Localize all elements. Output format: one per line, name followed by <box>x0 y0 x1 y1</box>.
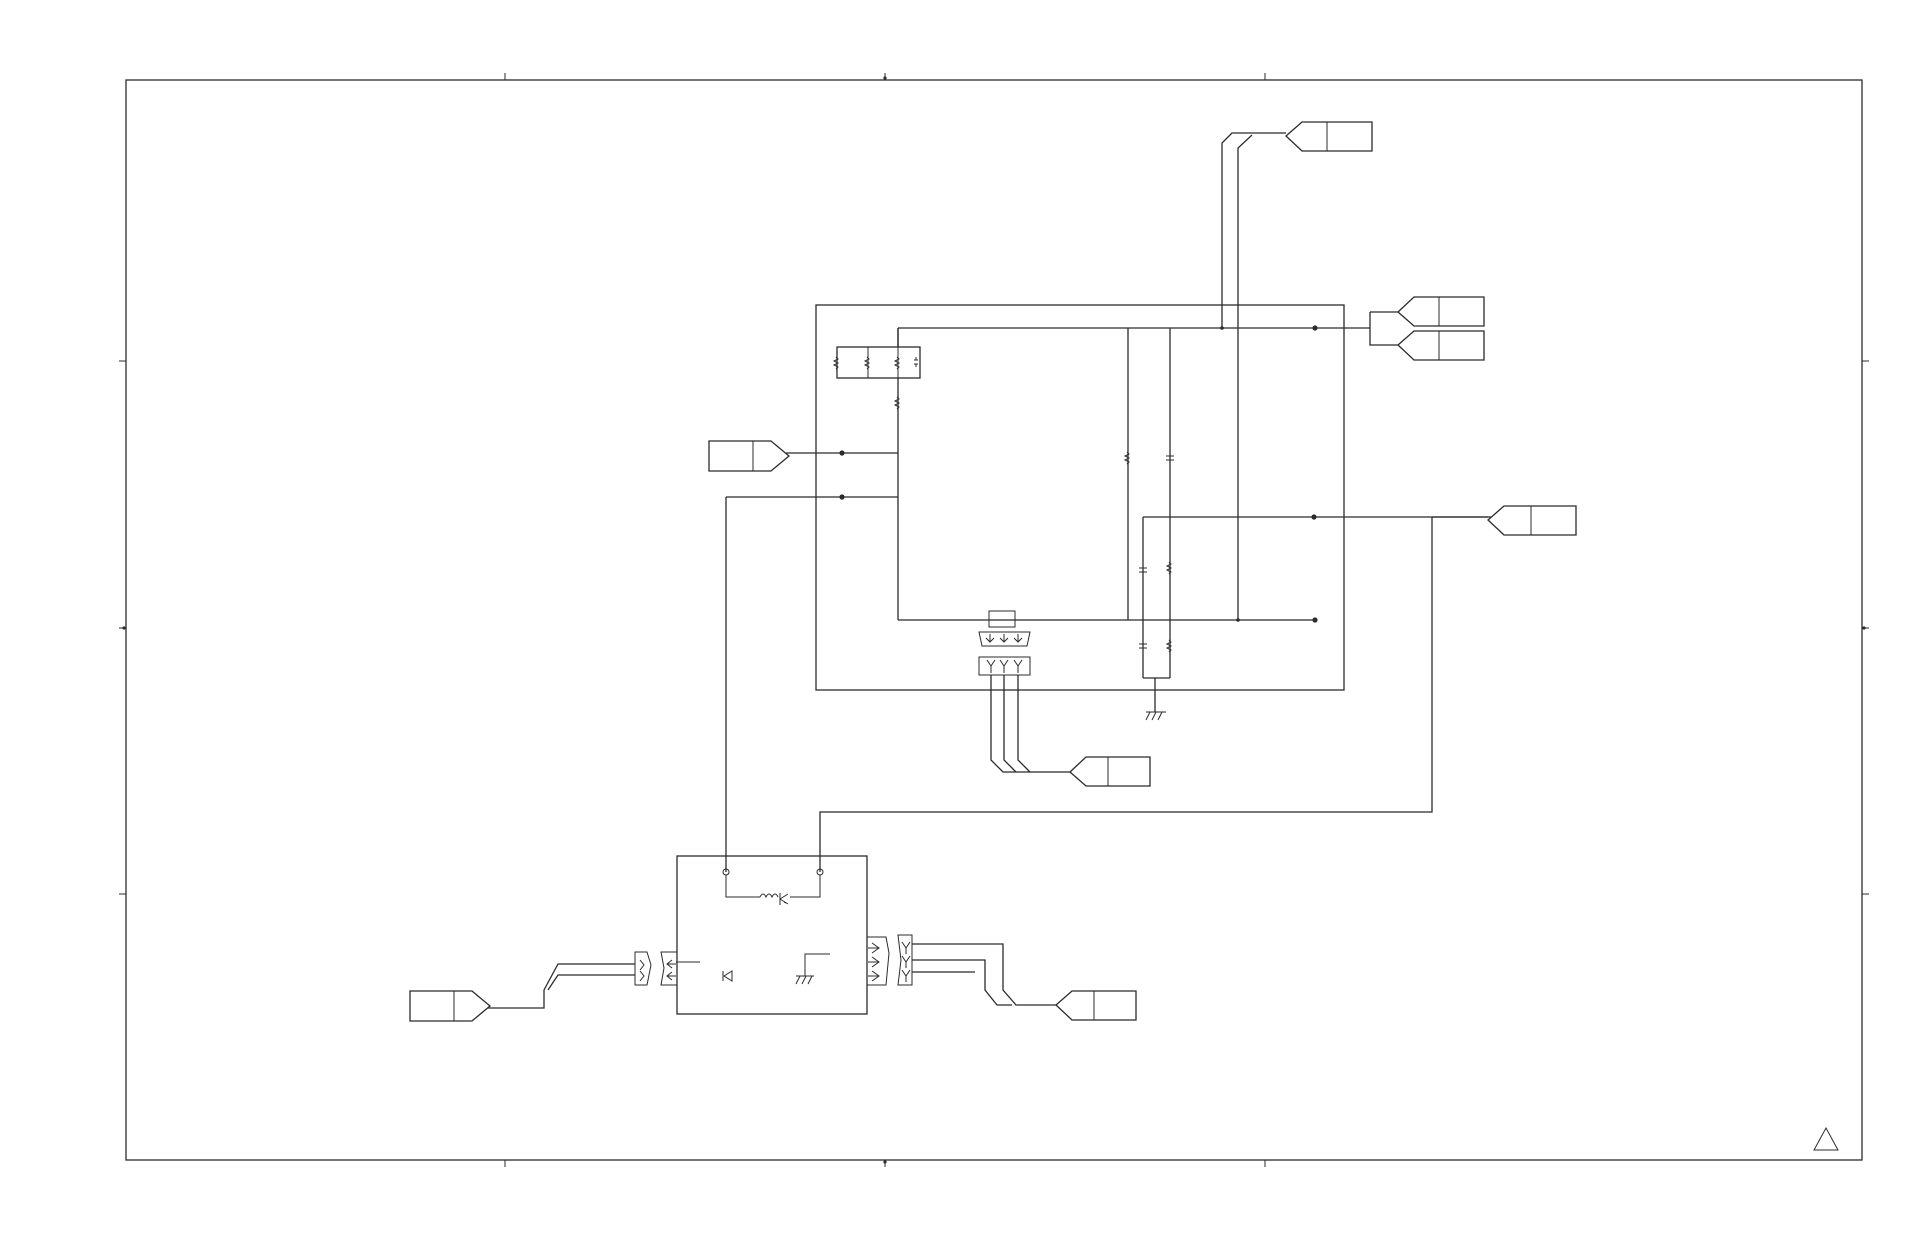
wire-to-right-pair <box>1369 312 1398 346</box>
resistor-icon <box>1165 639 1173 653</box>
resistor-icon <box>1123 451 1131 465</box>
upper-module-wiring <box>726 325 1520 712</box>
lower-module-block <box>676 855 868 1015</box>
ground-icon <box>1145 711 1166 721</box>
resistor-network <box>832 328 921 410</box>
revision-triangle-icon <box>1813 1126 1839 1151</box>
off-page-connector-right-pair-2[interactable] <box>1397 330 1485 361</box>
wire-to-top-right <box>1221 132 1286 328</box>
off-page-connector-top-right[interactable] <box>1285 121 1373 152</box>
board-connector-lower-right <box>866 934 1056 1006</box>
capacitor-icon <box>1139 567 1147 573</box>
capacitor-icon <box>1166 455 1174 461</box>
resistor-icon <box>1165 561 1173 575</box>
off-page-connector-bottom-center[interactable] <box>1069 756 1151 787</box>
capacitor-icon <box>1139 643 1147 649</box>
resistor-icon <box>863 356 871 370</box>
lower-module-internals <box>676 868 830 985</box>
wire-feed-right <box>819 517 1433 872</box>
inductor-icon <box>759 893 779 899</box>
arrow-down-icon <box>985 634 995 643</box>
arrow-down-icon <box>1013 634 1023 643</box>
off-page-connector-right-mid[interactable] <box>1487 505 1577 536</box>
off-page-connector-left-input[interactable] <box>708 440 791 472</box>
off-page-connector-right-pair-1[interactable] <box>1397 296 1485 327</box>
off-page-connector-bottom-left[interactable] <box>409 990 492 1022</box>
board-connector-lower-left <box>488 951 678 1009</box>
off-page-connector-bottom-right[interactable] <box>1055 990 1137 1021</box>
wire-to-top-right-2 <box>1237 134 1253 328</box>
sheet-border <box>119 73 1869 1167</box>
resistor-icon <box>832 356 840 370</box>
passive-components <box>1123 451 1174 653</box>
resistor-icon <box>893 396 901 410</box>
capacitor-icon <box>914 357 918 367</box>
diode-icon <box>722 970 733 982</box>
resistor-icon <box>893 356 901 370</box>
board-connector-upper <box>978 610 1070 773</box>
transistor-icon <box>779 893 789 905</box>
arrow-down-icon <box>999 634 1009 643</box>
